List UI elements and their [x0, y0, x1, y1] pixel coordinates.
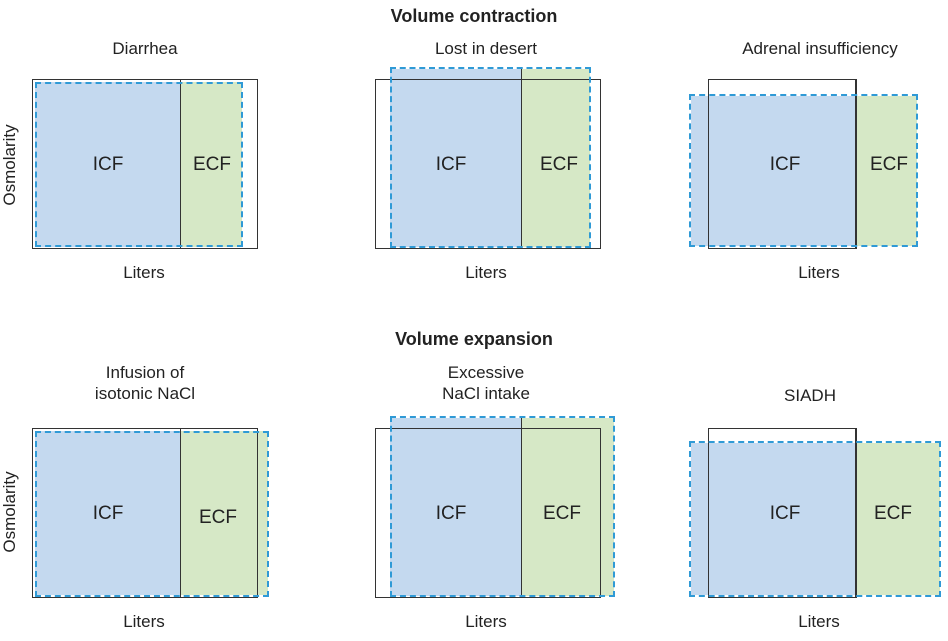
panel-title: Diarrhea: [112, 39, 178, 58]
icf-label: ICF: [435, 503, 467, 524]
icf-ecf-divider: [180, 79, 181, 249]
icf-label: ICF: [92, 154, 124, 175]
x-axis-label: Liters: [798, 263, 840, 282]
original-volume-outline: [32, 428, 258, 598]
new-volume-outline: [35, 82, 243, 247]
panel-title: Lost in desert: [434, 39, 538, 58]
new-volume-outline: [390, 416, 615, 597]
original-volume-outline: [708, 428, 856, 598]
icf-compartment: [35, 431, 180, 595]
icf-compartment: [691, 443, 856, 595]
panel-title: SIADH: [784, 386, 836, 405]
icf-ecf-divider: [856, 428, 857, 598]
ecf-label: ECF: [874, 503, 912, 524]
icf-ecf-divider: [180, 428, 181, 598]
icf-compartment: [691, 96, 856, 246]
original-volume-outline: [708, 79, 856, 249]
panel-title: Excessive NaCl intake: [442, 363, 530, 403]
icf-ecf-divider: [521, 69, 522, 249]
panel-title: Infusion of isotonic NaCl: [94, 363, 196, 403]
panel-title: Adrenal insufficiency: [742, 39, 898, 58]
ecf-label: ECF: [540, 154, 578, 175]
ecf-compartment: [180, 431, 268, 595]
x-axis-label: Liters: [798, 612, 840, 631]
original-volume-outline: [375, 428, 601, 598]
new-volume-outline: [689, 441, 941, 597]
ecf-compartment: [856, 443, 940, 595]
y-axis-label-top: Osmolarity: [0, 124, 19, 206]
icf-label: ICF: [769, 503, 801, 524]
icf-compartment: [35, 82, 180, 247]
new-volume-outline: [35, 431, 269, 597]
ecf-label: ECF: [870, 154, 908, 175]
original-volume-outline: [375, 79, 601, 249]
ecf-compartment: [180, 82, 242, 247]
ecf-compartment: [856, 96, 917, 246]
x-axis-label: Liters: [465, 263, 507, 282]
ecf-label: ECF: [199, 507, 237, 528]
ecf-compartment: [522, 69, 590, 247]
section-title-contraction: Volume contraction: [390, 6, 558, 26]
original-volume-outline: [32, 79, 258, 249]
icf-label: ICF: [769, 154, 801, 175]
x-axis-label: Liters: [123, 263, 165, 282]
x-axis-label: Liters: [123, 612, 165, 631]
x-axis-label: Liters: [465, 612, 507, 631]
y-axis-label-bottom: Osmolarity: [0, 471, 19, 553]
ecf-compartment: [522, 418, 614, 596]
ecf-label: ECF: [193, 154, 231, 175]
icf-ecf-divider: [856, 79, 857, 249]
new-volume-outline: [689, 94, 918, 247]
new-volume-outline: [390, 67, 591, 248]
icf-label: ICF: [92, 503, 124, 524]
section-title-expansion: Volume expansion: [395, 329, 553, 349]
icf-compartment: [390, 69, 522, 247]
icf-compartment: [390, 418, 522, 596]
ecf-label: ECF: [543, 503, 581, 524]
icf-ecf-divider: [521, 418, 522, 598]
icf-label: ICF: [435, 154, 467, 175]
